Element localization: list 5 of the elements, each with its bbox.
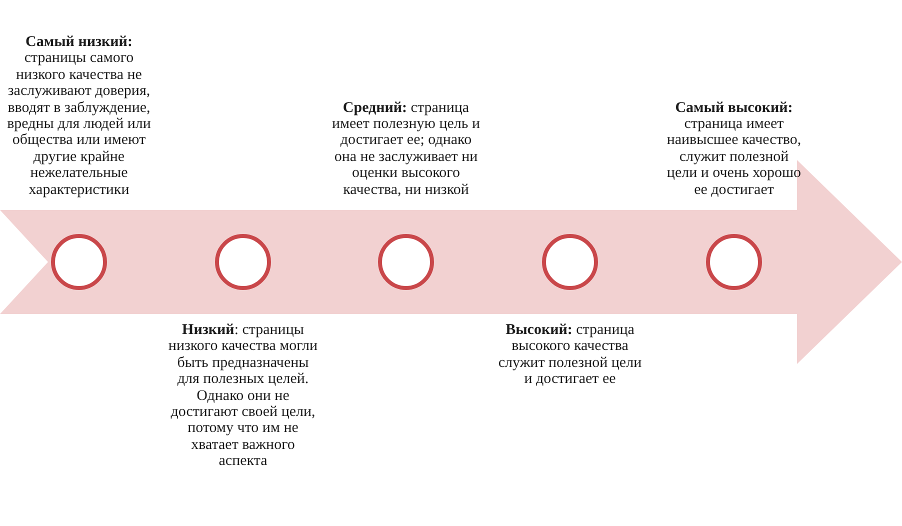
level-description: Средний: страница имеет полезную цель и достигает ее; однако она не заслуживает ни оценки высокого качества, ни низкой: [331, 100, 481, 198]
level-description: Низкий: страницы низкого качества могли быть предназначены для полезных целей. Однако они не достигают своей цели, потому что им не хватает важного аспекта: [167, 322, 319, 470]
level-description: Самый высокий: страница имеет наивысшее качество, служит полезной цели и очень хорошо ее достигает: [666, 100, 802, 198]
level-description: Самый низкий: страницы самого низкого качества не заслуживают доверия, вводят в заблуждение, вредны для людей или общества или имеют другие крайне нежелательные характеристики: [6, 34, 152, 198]
level-description: Высокий: страница высокого качества служит полезной цели и достигает ее: [497, 322, 643, 388]
